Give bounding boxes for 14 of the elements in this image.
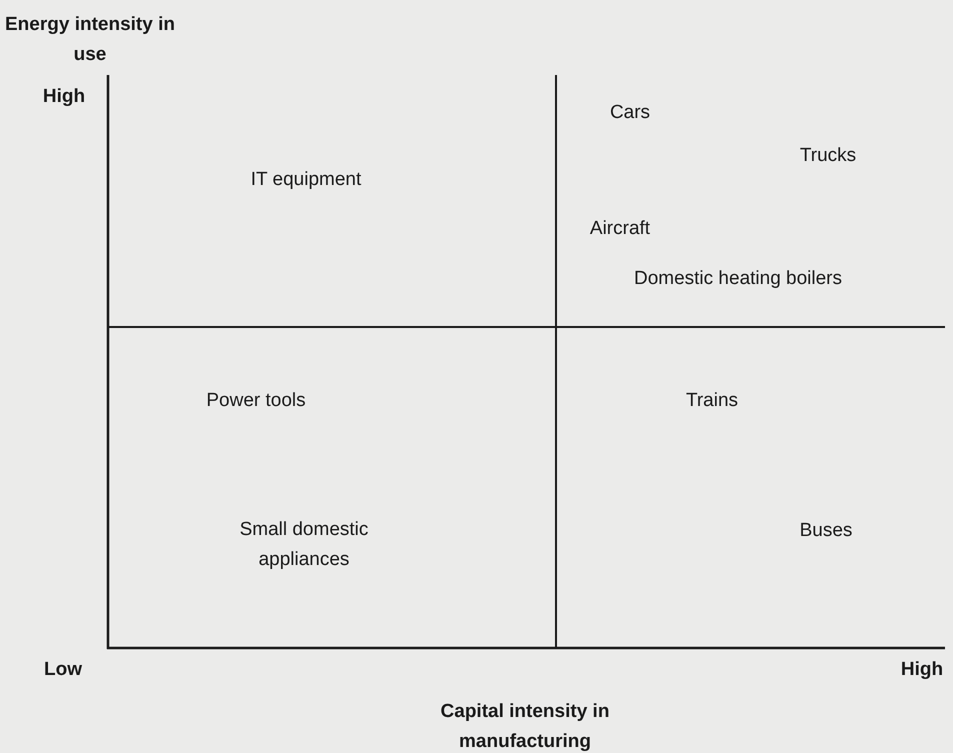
- item-label: Cars: [608, 101, 652, 125]
- item-label: Small domestic appliances: [238, 518, 370, 572]
- axis-tick-label: High: [42, 85, 86, 109]
- item-label: IT equipment: [250, 168, 362, 192]
- axis-title: Capital intensity in manufacturing: [440, 700, 610, 753]
- item-label: Trains: [684, 389, 740, 413]
- item-label: Aircraft: [588, 217, 652, 241]
- axis-tick-label: High: [900, 658, 944, 682]
- item-label: Power tools: [205, 389, 307, 413]
- item-label: Domestic heating boilers: [633, 267, 843, 291]
- axis-tick-label: Low: [43, 658, 83, 682]
- axis-title: Energy intensity in use: [4, 13, 176, 67]
- item-label: Buses: [798, 519, 854, 543]
- item-label: Trucks: [798, 144, 858, 168]
